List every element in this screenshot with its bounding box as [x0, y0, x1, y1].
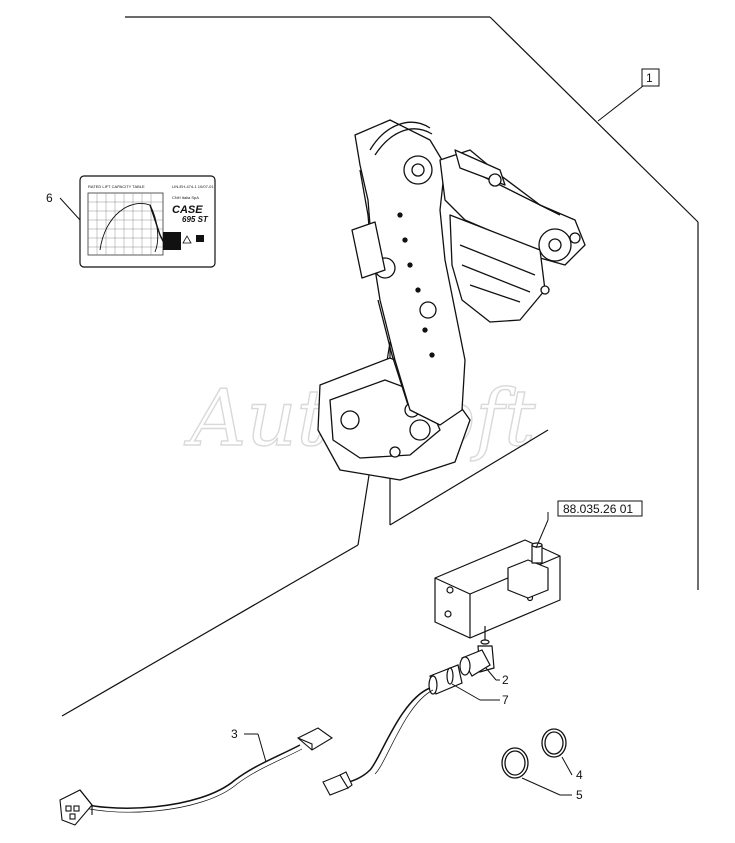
warning-triangle-icon: [182, 235, 192, 244]
callout-7: 7: [502, 693, 509, 707]
decal-brand: CASE: [172, 204, 203, 216]
valve-block: [434, 512, 561, 639]
callout-5: 5: [576, 788, 583, 802]
o-rings: [501, 728, 567, 779]
callout-leaders: [244, 667, 573, 796]
callout-3: 3: [231, 727, 238, 741]
switch-connector: [322, 771, 353, 796]
reference-callout: 88.035.26 01: [557, 500, 643, 517]
decal-model: 695 ST: [182, 215, 209, 224]
decal-reach-curve: [99, 203, 159, 253]
decal-chart-grid: [87, 192, 164, 256]
callout-2: 2: [502, 673, 509, 687]
backhoe-boom-drawing: [317, 119, 586, 481]
manual-book-icon: [196, 235, 204, 242]
group-callout: 1: [597, 68, 660, 122]
group-box-label: 1: [646, 71, 653, 85]
pressure-switch-assembly: [428, 626, 495, 695]
harness-cable-outline: [69, 748, 303, 813]
switch-cable-outline: [374, 689, 434, 775]
callout-4: 4: [576, 768, 583, 782]
decal-code: LIN-EH-474-1 10/07-01: [172, 184, 214, 189]
harness-cable: [67, 744, 301, 809]
harness-connector-small: [297, 727, 334, 751]
switch-cable: [339, 687, 431, 786]
decal-code-2: CNH Italia SpA: [172, 195, 199, 200]
reference-box-label: 88.035.26 01: [563, 502, 633, 516]
decal-title: RATED LIFT CAPACITY TABLE: [88, 184, 145, 189]
harness-connector-large: [59, 789, 93, 826]
callout-6: 6: [46, 191, 53, 205]
lift-capacity-decal: RATED LIFT CAPACITY TABLE LIN-EH-474-1 1…: [59, 175, 216, 268]
decal-machine-silhouette: [163, 232, 181, 250]
